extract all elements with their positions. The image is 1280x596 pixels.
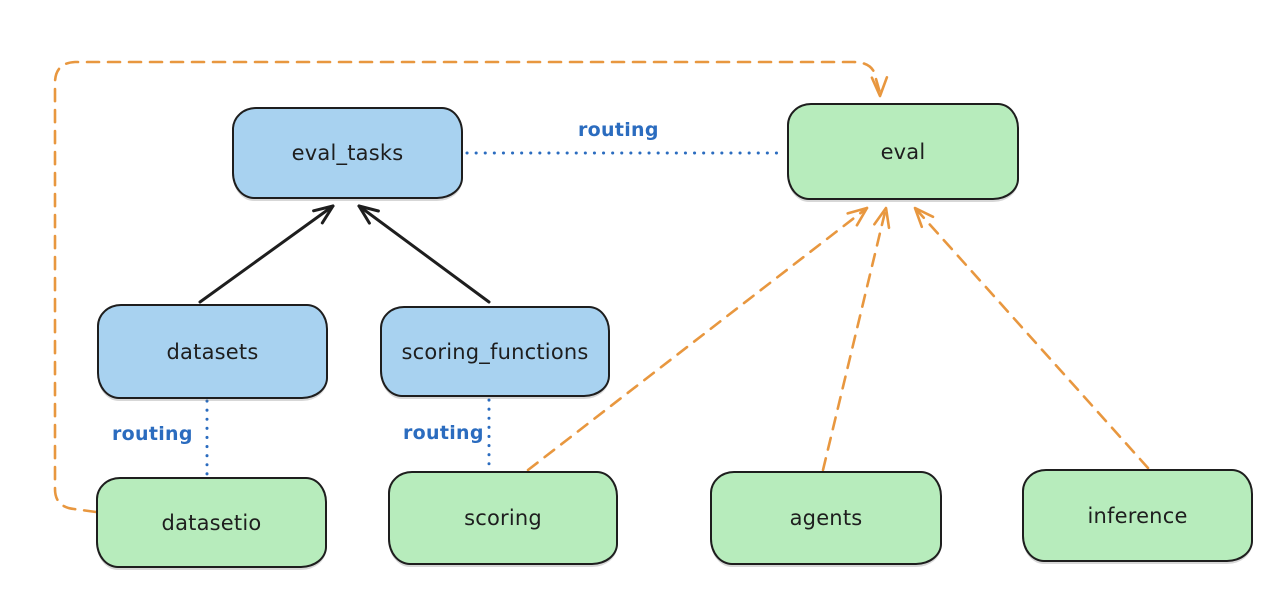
- node-eval-label: eval: [880, 139, 926, 164]
- routing-label-scoring_functions-scoring: routing: [403, 422, 484, 444]
- node-inference-label: inference: [1087, 503, 1188, 528]
- node-eval_tasks: eval_tasks: [232, 107, 463, 199]
- node-datasetio-label: datasetio: [161, 510, 262, 535]
- node-agents-label: agents: [789, 506, 863, 530]
- node-scoring-label: scoring: [464, 506, 542, 530]
- node-datasets: datasets: [97, 304, 328, 399]
- edge-agents-eval: [821, 206, 891, 472]
- routing-label-datasets-datasetio: routing: [112, 423, 193, 445]
- edge-inference-eval: [913, 206, 1150, 470]
- node-agents: agents: [710, 471, 942, 565]
- routing-label-eval_tasks-eval: routing: [578, 119, 659, 141]
- node-datasetio: datasetio: [96, 477, 327, 568]
- node-datasets-label: datasets: [166, 339, 259, 364]
- node-eval: eval: [787, 103, 1019, 200]
- node-inference: inference: [1022, 469, 1253, 562]
- edge-datasets-eval_tasks: [198, 204, 335, 304]
- node-scoring_functions: scoring_functions: [380, 306, 610, 397]
- node-eval_tasks-label: eval_tasks: [291, 141, 404, 165]
- node-scoring: scoring: [388, 471, 618, 565]
- node-scoring_functions-label: scoring_functions: [401, 339, 589, 364]
- edge-scoring_functions-eval_tasks: [357, 204, 491, 304]
